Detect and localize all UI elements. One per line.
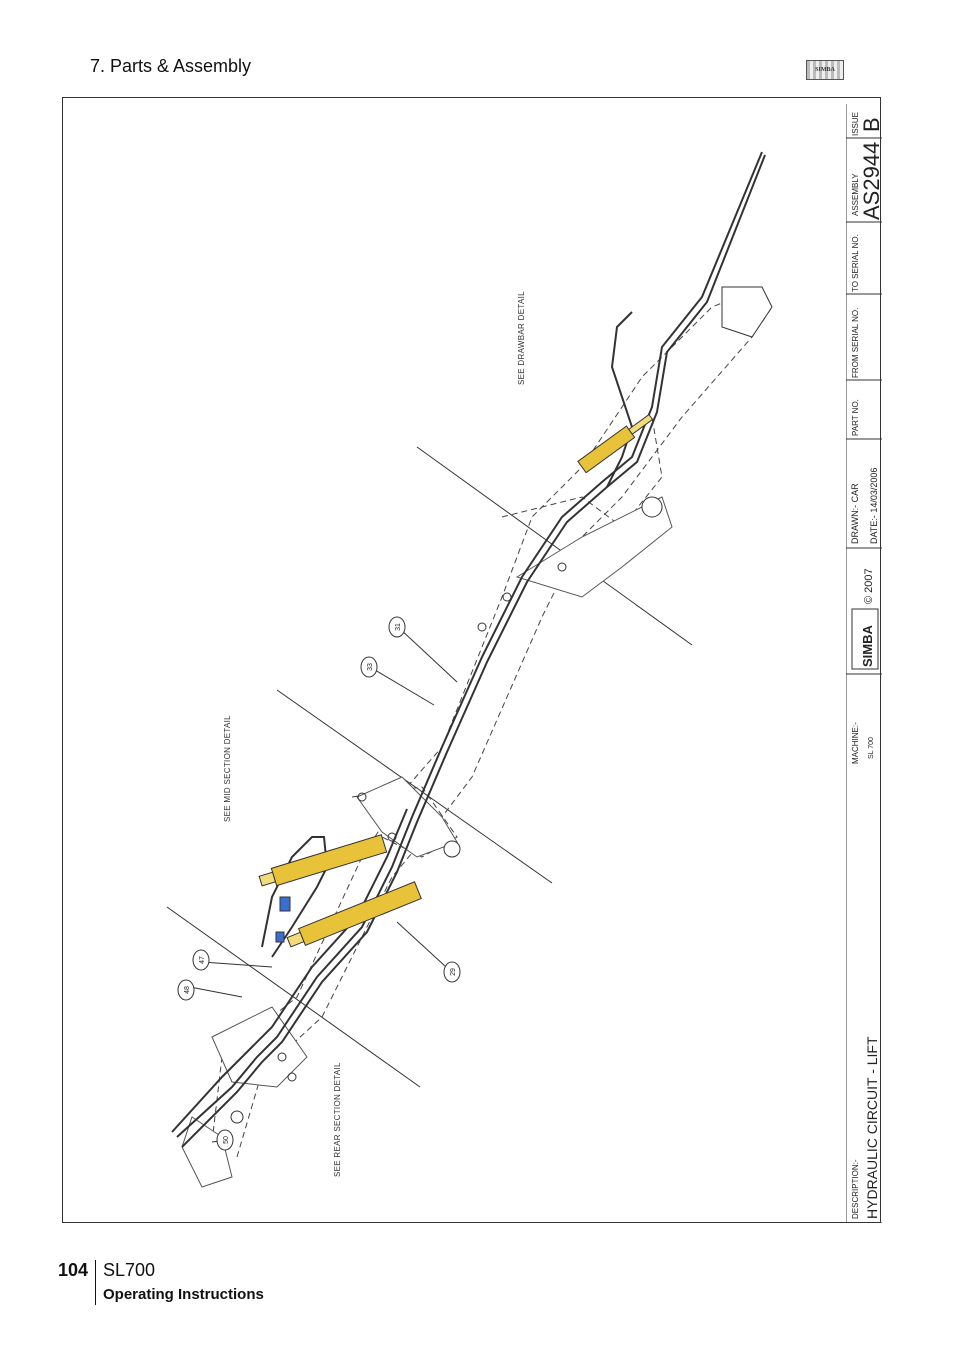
title-block: ISSUE B ASSEMBLY AS2944 TO SERIAL NO. FR… — [846, 104, 882, 1223]
mid-section-line — [276, 689, 553, 884]
callout-48 — [177, 979, 195, 1001]
callout-29 — [443, 961, 461, 983]
callout-29-label: 29 — [450, 968, 457, 976]
assembly-value: AS2944 — [859, 142, 882, 220]
date-label: DATE:- 14/03/2006 — [869, 468, 879, 544]
description-value: HYDRAULIC CIRCUIT - LIFT — [864, 1036, 880, 1219]
svg-text:SIMBA: SIMBA — [860, 625, 875, 668]
note-mid: SEE MID SECTION DETAIL — [223, 715, 232, 822]
rear-section-line — [166, 906, 421, 1088]
issue-value: B — [859, 117, 882, 132]
note-rear: SEE REAR SECTION DETAIL — [333, 1062, 342, 1177]
section-title: 7. Parts & Assembly — [90, 56, 252, 76]
to-serial-label: TO SERIAL NO. — [851, 234, 860, 292]
cylinder-drawbar — [577, 413, 654, 474]
callout-33-label: 33 — [367, 663, 374, 671]
technical-drawing-frame — [62, 97, 881, 1223]
simba-logo: SIMBA — [806, 60, 844, 80]
copyright: © 2007 — [863, 568, 875, 604]
brand-logo: SIMBA — [851, 608, 879, 670]
footer-divider — [95, 1260, 96, 1305]
drawbar-section-line — [416, 446, 693, 646]
drawn-label: DRAWN:- CAR — [850, 483, 860, 544]
description-label: DESCRIPTION:- — [851, 1159, 860, 1219]
footer-subtitle: Operating Instructions — [103, 1286, 264, 1303]
callout-33 — [360, 656, 378, 678]
model-name: SL700 — [103, 1260, 156, 1280]
callout-50-label: 50 — [223, 1136, 230, 1144]
callout-47-label: 47 — [199, 956, 206, 964]
cylinder-mid-lower — [286, 881, 422, 948]
valve-block — [279, 896, 291, 912]
hydraulic-lift-drawing: 31 33 47 48 29 50 SEE DRAWBAR DETAIL SEE… — [166, 151, 773, 1188]
from-serial-label: FROM SERIAL NO. — [851, 308, 860, 378]
assembly-label: ASSEMBLY — [851, 173, 860, 216]
machine-label: MACHINE:- — [851, 722, 860, 764]
callout-47 — [192, 949, 210, 971]
page-number: 104 — [58, 1260, 89, 1280]
callout-48-label: 48 — [184, 986, 191, 994]
part-no-label: PART NO. — [851, 399, 860, 436]
callout-31-label: 31 — [395, 623, 402, 631]
issue-label: ISSUE — [851, 112, 860, 136]
callout-50 — [216, 1129, 234, 1151]
cylinder-mid-upper — [258, 834, 388, 887]
machine-value: SL 700 — [868, 737, 875, 759]
callout-31 — [388, 616, 406, 638]
note-drawbar: SEE DRAWBAR DETAIL — [517, 291, 526, 385]
